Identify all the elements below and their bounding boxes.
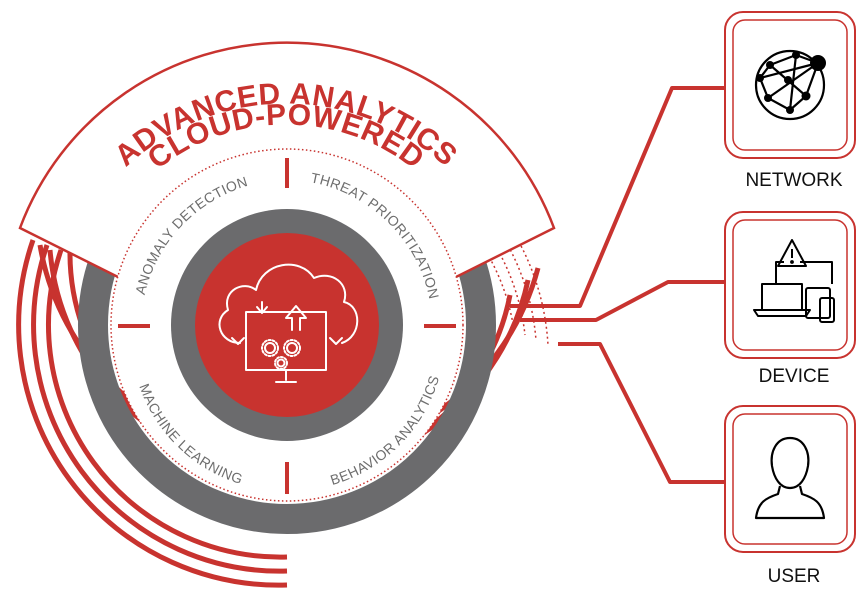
device-alert-icon xyxy=(753,239,835,323)
outer-arc-3 xyxy=(46,249,288,560)
device-label: DEVICE xyxy=(759,366,830,387)
connector-network xyxy=(510,86,726,308)
center-red-disk xyxy=(195,233,379,417)
outer-arc-2 xyxy=(31,244,288,574)
network-card-inner xyxy=(732,19,848,151)
device-card: DEVICE xyxy=(724,211,856,387)
network-globe-icon xyxy=(754,49,826,121)
network-label: NETWORK xyxy=(745,170,842,191)
connector-user xyxy=(558,342,726,484)
connector-device xyxy=(520,280,726,322)
cloud-computing-icon xyxy=(218,263,359,383)
user-card: USER xyxy=(724,405,856,587)
user-avatar-icon xyxy=(754,436,826,520)
outer-arc-1 xyxy=(16,239,288,588)
quadrant-dividers xyxy=(118,158,456,494)
outer-red-arcs xyxy=(16,239,288,588)
connector-lines xyxy=(510,86,726,484)
user-label: USER xyxy=(768,566,821,587)
network-card: NETWORK xyxy=(724,11,856,191)
user-card-inner xyxy=(732,413,848,545)
